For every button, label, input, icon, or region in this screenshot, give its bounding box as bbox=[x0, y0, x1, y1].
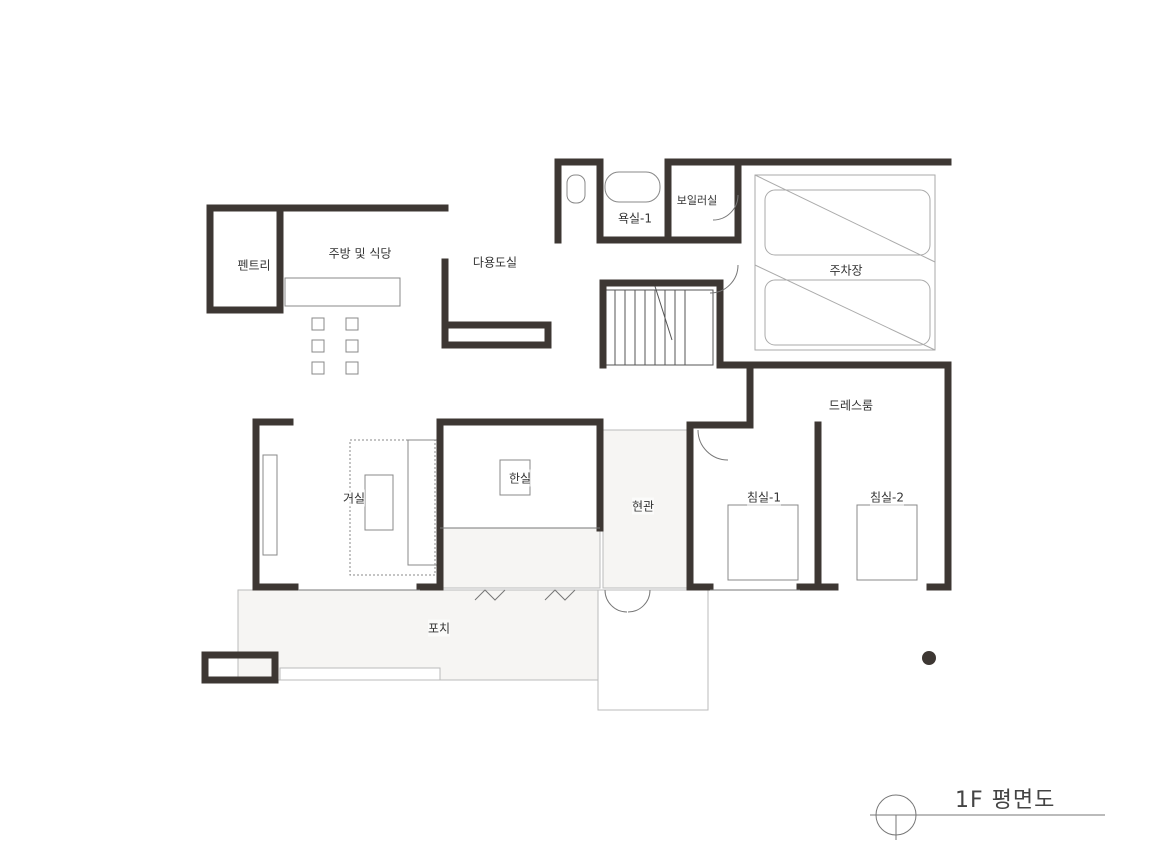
room-label-garage: 주차장 bbox=[829, 261, 863, 279]
bed-2 bbox=[856, 504, 918, 581]
room-label-porch: 포치 bbox=[427, 619, 451, 637]
tv-cabinet bbox=[262, 454, 278, 556]
kitchen-island bbox=[284, 277, 401, 307]
room-label-bath1: 욕실-1 bbox=[617, 209, 653, 227]
rug bbox=[349, 439, 436, 576]
room-label-kitchen: 주방 및 식당 bbox=[328, 244, 392, 262]
hansil-deck bbox=[439, 527, 601, 589]
room-label-utility: 다용도실 bbox=[472, 253, 518, 271]
bathtub bbox=[604, 171, 661, 203]
plan-title: 1F 평면도 bbox=[955, 788, 1056, 813]
sofa bbox=[407, 439, 439, 566]
room-label-living: 거실 bbox=[342, 489, 366, 507]
car-icon bbox=[764, 279, 931, 346]
garage-parking bbox=[754, 174, 936, 351]
room-label-bedroom2: 침실-2 bbox=[869, 488, 905, 506]
room-label-bedroom1: 침실-1 bbox=[746, 488, 782, 506]
folding-door-icon bbox=[544, 589, 576, 601]
marker-dot bbox=[922, 651, 936, 665]
dining-chairs bbox=[311, 317, 359, 375]
stairs bbox=[604, 279, 714, 366]
bed-1 bbox=[727, 504, 799, 581]
garage-door-icon bbox=[709, 264, 739, 294]
entry-steps bbox=[597, 589, 709, 711]
folding-door-icon bbox=[474, 589, 506, 601]
boiler-door-icon bbox=[712, 194, 739, 221]
coffee-table bbox=[364, 474, 394, 531]
bedroom-door-icon bbox=[697, 429, 729, 461]
entrance-door-icon bbox=[604, 589, 651, 613]
car-icon bbox=[764, 189, 931, 256]
room-label-hansil: 한실 bbox=[508, 469, 532, 487]
room-label-pantry: 펜트리 bbox=[237, 256, 271, 274]
room-label-entrance: 현관 bbox=[631, 497, 655, 515]
walls bbox=[201, 158, 952, 684]
planter bbox=[201, 651, 279, 684]
room-label-dressroom: 드레스룸 bbox=[828, 396, 874, 414]
room-label-boiler: 보일러실 bbox=[676, 192, 718, 208]
porch-rail bbox=[279, 667, 441, 681]
porch-floor bbox=[237, 589, 599, 681]
toilet bbox=[566, 174, 586, 204]
